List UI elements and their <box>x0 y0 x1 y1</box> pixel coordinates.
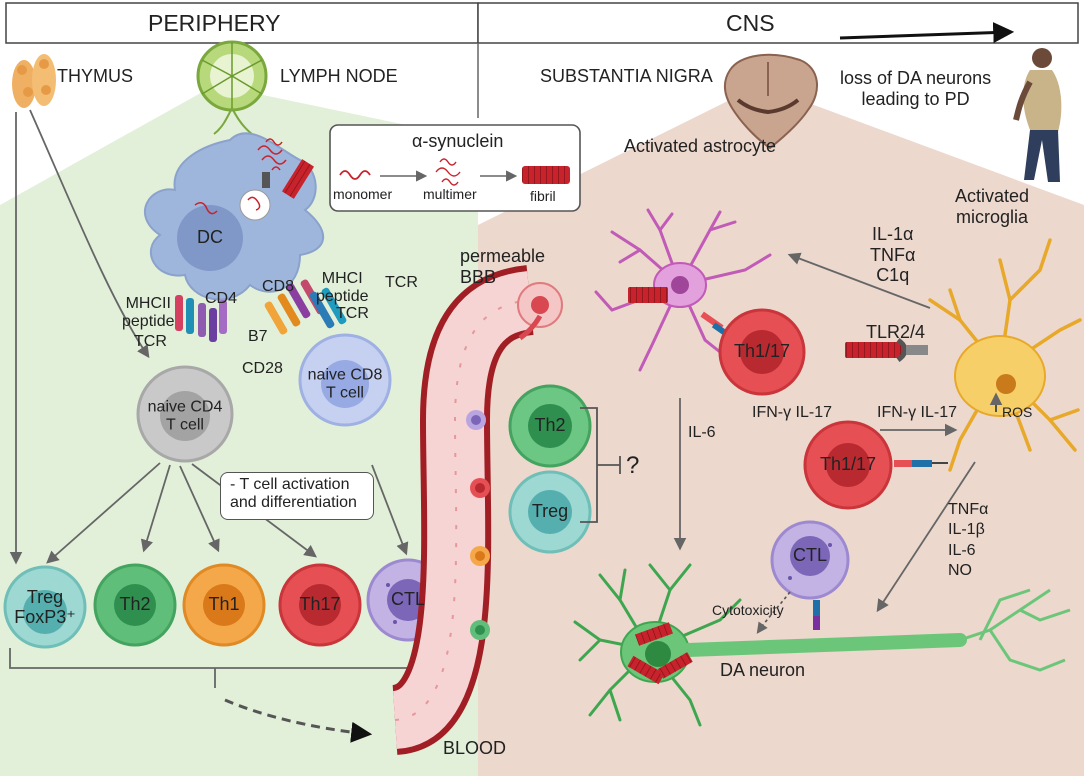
header-periphery: PERIPHERY <box>148 10 281 36</box>
dc-label: DC <box>197 227 223 248</box>
permeable-bbb-icon <box>517 282 563 341</box>
neuron-fibrils <box>627 622 693 685</box>
astrocyte-nucleus <box>671 276 689 294</box>
header-box-periphery <box>5 2 479 44</box>
astrocyte-fibril-icon <box>628 287 668 303</box>
tlr-label: TLR2/4 <box>866 322 926 342</box>
th1-label: Th1 <box>208 594 240 615</box>
substantia-nigra-icon <box>724 53 819 150</box>
tcr-left-label: TCR <box>134 333 167 350</box>
dendritic-cell <box>144 132 325 301</box>
neuron-nucleus <box>645 641 671 667</box>
cns-treg-cell <box>508 470 592 554</box>
axon-terminal <box>959 588 1071 672</box>
b7-label: B7 <box>248 328 268 345</box>
cns-treg-label: Treg <box>531 501 569 522</box>
cd4-label: CD4 <box>205 290 238 307</box>
cd8-label: CD8 <box>262 278 295 295</box>
microglia-to-astrocyte-arrow <box>787 252 931 309</box>
dc-fibril-icon <box>281 159 315 199</box>
th117-mid-receptor <box>894 460 948 467</box>
to-blood-dashed-arrow <box>224 698 373 743</box>
activation-note-box <box>220 472 374 520</box>
progression-arrow <box>839 22 1015 44</box>
th1-cell <box>182 563 266 647</box>
treg-label: Treg FoxP3⁺ <box>14 587 76 627</box>
blood-label: BLOOD <box>443 738 507 758</box>
lymph-node-label: LYMPH NODE <box>280 66 398 86</box>
cns-th2-cell <box>508 384 592 468</box>
naive-cd8-label: naive CD8 T cell <box>307 366 383 401</box>
monomer-icon <box>339 170 371 180</box>
ctl-label: CTL <box>390 589 426 610</box>
fibril-icon <box>522 166 570 184</box>
ros-label: ROS <box>1002 404 1033 420</box>
loss-of-da-neurons-label: loss of DA neurons leading to PD <box>840 68 992 109</box>
ctl-receptor <box>813 600 820 630</box>
header-box-cns <box>477 2 1079 44</box>
cns-th2-label: Th2 <box>534 415 566 436</box>
mhcii-peptide-label: MHCII peptide <box>122 295 175 331</box>
lymph-node-icon <box>196 40 268 135</box>
fibril-label: fibril <box>530 188 556 204</box>
thymus-label: THYMUS <box>57 66 133 86</box>
question-mark-label: ? <box>626 452 640 479</box>
naive-cd8-cell <box>298 333 392 427</box>
inhibition-bracket <box>580 407 621 523</box>
activation-note-label: - T cell activation and differentiation <box>230 476 357 512</box>
blood-cells <box>466 410 490 640</box>
monomer-label: monomer <box>333 186 393 202</box>
multimer-icon <box>435 158 461 186</box>
th17-label: Th17 <box>299 594 341 615</box>
cd28-label: CD28 <box>242 360 283 377</box>
th2-cell <box>93 563 177 647</box>
ifn-left-label: IFN-γ IL-17 <box>752 404 833 421</box>
header-cns: CNS <box>726 10 775 36</box>
tcr-right-label: TCR <box>336 305 369 322</box>
mhci-peptide-label: MHCI peptide <box>316 270 369 306</box>
th117-top-label: Th1/17 <box>733 341 791 362</box>
th117-top-cell <box>718 308 806 396</box>
tlr-receptor <box>845 337 928 363</box>
synuclein-box <box>329 124 581 212</box>
thymus-icon <box>12 54 56 108</box>
il6-label: IL-6 <box>688 424 716 441</box>
th117-mid-cell <box>803 420 893 510</box>
blood-vessel-center <box>394 299 531 721</box>
activated-microglia-label: Activated microglia <box>955 186 1030 227</box>
pd-patient-icon <box>1013 48 1062 182</box>
tcr-right-top-label: TCR <box>385 274 418 291</box>
cytotoxicity-label: Cytotoxicity <box>712 602 784 618</box>
microglia-nucleus <box>996 374 1016 394</box>
ifn-right-label: IFN-γ IL-17 <box>877 404 958 421</box>
naive-cd4-label: naive CD4 T cell <box>147 398 223 433</box>
mhcii-tcr-receptors <box>175 295 227 342</box>
mhci-tcr-receptors <box>264 279 347 335</box>
dc-multimer-icon <box>257 138 287 188</box>
da-neuron-label: DA neuron <box>720 660 806 680</box>
cns-ctl-cell <box>770 520 850 600</box>
thymus-to-cd4-arrow <box>29 109 150 359</box>
cytokines-bottom-label: TNFα IL-1β IL-6 NO <box>948 501 989 580</box>
treg-cell <box>3 565 87 649</box>
substantia-nigra-label: SUBSTANTIA NIGRA <box>540 66 713 86</box>
synuclein-title: α-synuclein <box>412 131 504 151</box>
th2-label: Th2 <box>119 594 151 615</box>
naive-cd4-cell <box>136 365 234 463</box>
th17-cell <box>278 563 362 647</box>
cns-ctl-label: CTL <box>792 545 828 566</box>
activated-astrocyte-label: Activated astrocyte <box>624 136 777 156</box>
neuron-axon <box>681 633 967 657</box>
multimer-label: multimer <box>423 186 477 202</box>
microglia-to-neuron-arrow <box>876 461 976 613</box>
permeable-bbb-label: permeable BBB <box>460 246 546 287</box>
th117-mid-label: Th1/17 <box>819 454 877 475</box>
cytokines-top-label: IL-1α TNFα C1q <box>870 224 916 286</box>
